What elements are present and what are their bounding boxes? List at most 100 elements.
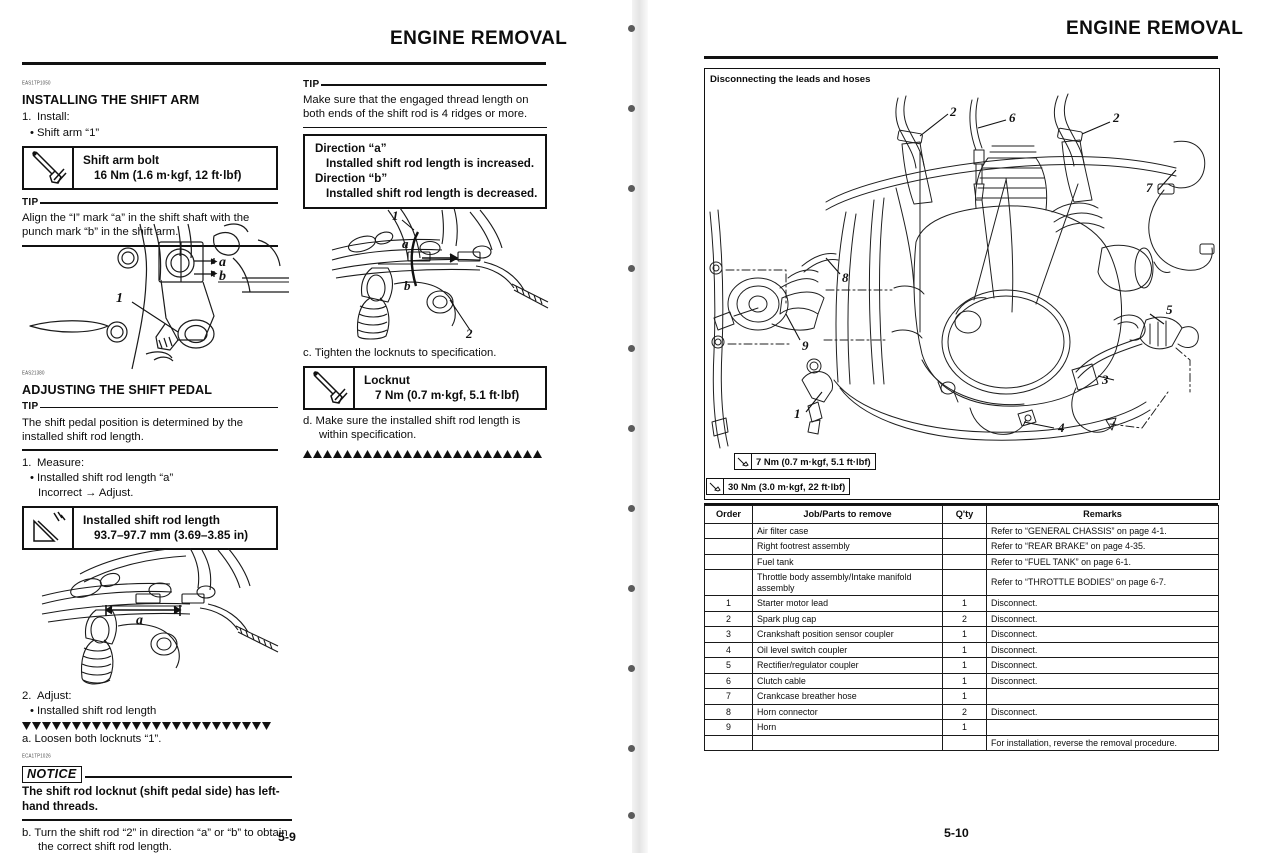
- callout-2b: 2: [1112, 110, 1120, 125]
- cell-job: Rectifier/regulator coupler: [752, 657, 943, 674]
- exploded-view-caption: Disconnecting the leads and hoses: [710, 74, 871, 85]
- cell-order: [704, 734, 753, 751]
- cell-remarks: Refer to “FUEL TANK” on page 6-1.: [986, 553, 1219, 570]
- column-header-order: Order: [704, 505, 753, 524]
- spec-box-locknut: Locknut 7 Nm (0.7 m·kgf, 5.1 ft·lbf): [303, 366, 547, 411]
- cell-qty: [942, 734, 987, 751]
- notice-header: NOTICE: [22, 765, 292, 784]
- step-measure: 1.Measure:: [22, 456, 278, 470]
- callout-9: 9: [802, 338, 809, 353]
- step-1-label: Install:: [37, 111, 70, 124]
- left-page-running-head: ENGINE REMOVAL: [390, 28, 568, 49]
- spec-body-installed-shift-rod-length: Installed shift rod length 93.7–97.7 mm …: [74, 508, 252, 548]
- svg-text:a: a: [136, 613, 143, 628]
- cell-remarks: [986, 688, 1219, 705]
- section-heading-installing-shift-arm: INSTALLING THE SHIFT ARM: [22, 93, 200, 108]
- right-page-running-head: ENGINE REMOVAL: [1066, 18, 1244, 39]
- cell-remarks: For installation, reverse the removal pr…: [986, 734, 1219, 751]
- cell-job: Right footrest assembly: [752, 538, 943, 555]
- direction-a-text: Installed shift rod length is increased.: [326, 157, 535, 171]
- callout-4: 4: [1057, 420, 1065, 435]
- step-1-install: 1.Install:: [22, 110, 278, 124]
- cell-qty: [942, 553, 987, 570]
- cell-remarks: Refer to “THROTTLE BODIES” on page 6-7.: [986, 569, 1219, 596]
- cell-remarks: Refer to “GENERAL CHASSIS” on page 4-1.: [986, 522, 1219, 539]
- tip-label-2: TIP: [22, 401, 39, 413]
- table-row: For installation, reverse the removal pr…: [704, 734, 1219, 751]
- warning-strip-down: [22, 721, 292, 731]
- tip-label-middle: TIP: [303, 79, 320, 90]
- step-measure-sub: Incorrect → Adjust.: [38, 487, 134, 500]
- left-column-bottom: 2.Adjust: Installed shift rod length: [22, 688, 292, 854]
- page-gutter: [632, 0, 648, 853]
- spec-box-installed-shift-rod-length: Installed shift rod length 93.7–97.7 mm …: [22, 506, 278, 551]
- cell-qty: 2: [942, 703, 987, 720]
- cell-job: Oil level switch coupler: [752, 641, 943, 658]
- ref-code-adjusting-shift-pedal: EAS21380: [22, 369, 45, 376]
- left-column-lower: EAS21380 ADJUSTING THE SHIFT PEDAL TIP T…: [22, 368, 278, 554]
- cell-job: Throttle body assembly/Intake manifold a…: [752, 569, 943, 596]
- middle-column-lower: c. Tighten the locknuts to specification…: [303, 344, 547, 460]
- torque-value-7nm: 7 Nm (0.7 m·kgf, 5.1 ft·lbf): [756, 456, 871, 467]
- notice-rule: [84, 776, 292, 779]
- step-adjust: 2.Adjust:: [22, 689, 292, 703]
- shift-rod-length-illustration: a: [40, 547, 288, 691]
- left-page: ENGINE REMOVAL EAS1TP1050 INSTALLING THE…: [0, 0, 632, 853]
- spec-box-shift-arm-bolt: Shift arm bolt 16 Nm (1.6 m·kgf, 12 ft·l…: [22, 145, 278, 190]
- item-d-verify-length: d. Make sure the installed shift rod len…: [303, 415, 521, 442]
- cell-order: 4: [704, 641, 753, 658]
- middle-column: TIP Make sure that the engaged thread le…: [303, 78, 547, 213]
- cell-job: Fuel tank: [752, 553, 943, 570]
- cell-qty: [942, 522, 987, 539]
- column-header-remarks: Remarks: [986, 505, 1219, 524]
- spec-value-locknut: 7 Nm (0.7 m·kgf, 5.1 ft·lbf): [375, 388, 520, 403]
- step-1-bullet-shift-arm: Shift arm “1”: [37, 126, 278, 140]
- right-header-rule: [704, 56, 1218, 59]
- callout-6: 6: [1009, 110, 1016, 125]
- svg-text:1: 1: [392, 208, 399, 223]
- tip-end-rule-middle: [303, 126, 547, 129]
- cell-qty: 1: [942, 688, 987, 705]
- cell-job: [752, 734, 943, 751]
- cell-job: Horn: [752, 719, 943, 736]
- cell-remarks: Disconnect.: [986, 672, 1219, 689]
- cell-order: [704, 553, 753, 570]
- svg-text:b: b: [219, 269, 226, 284]
- cell-qty: 2: [942, 610, 987, 627]
- notice-end-rule: [22, 819, 292, 821]
- column-header-job: Job/Parts to remove: [752, 505, 943, 524]
- spec-body-shift-arm-bolt: Shift arm bolt 16 Nm (1.6 m·kgf, 12 ft·l…: [74, 148, 245, 188]
- cell-job: Horn connector: [752, 703, 943, 720]
- spec-value-shift-arm-bolt: 16 Nm (1.6 m·kgf, 12 ft·lbf): [94, 167, 242, 182]
- cell-qty: 1: [942, 626, 987, 643]
- cell-remarks: Disconnect.: [986, 703, 1219, 720]
- step-adjust-bullet: Installed shift rod length: [37, 704, 292, 718]
- cell-qty: 1: [942, 641, 987, 658]
- direction-note-box: Direction “a” Installed shift rod length…: [303, 134, 547, 210]
- cell-remarks: Disconnect.: [986, 641, 1219, 658]
- cell-order: [704, 538, 753, 555]
- spec-title-locknut: Locknut: [364, 373, 410, 388]
- cell-order: 3: [704, 626, 753, 643]
- cell-qty: [942, 569, 987, 596]
- notice-text: The shift rod locknut (shift pedal side)…: [22, 785, 280, 813]
- parts-removal-table: Order Job/Parts to remove Q'ty Remarks A…: [704, 505, 1219, 751]
- left-column: EAS1TP1050 INSTALLING THE SHIFT ARM 1.In…: [22, 78, 278, 252]
- step-adjust-label: Adjust:: [37, 690, 72, 702]
- tip-label-1: TIP: [22, 196, 39, 208]
- cell-remarks: [986, 719, 1219, 736]
- cell-order: 2: [704, 610, 753, 627]
- item-a-loosen-locknuts: a. Loosen both locknuts “1”.: [22, 733, 162, 746]
- left-header-rule: [22, 62, 546, 65]
- cell-remarks: Refer to “REAR BRAKE” on page 4-35.: [986, 538, 1219, 555]
- exploded-view-frame: [704, 68, 1220, 500]
- item-b-turn-shift-rod: b. Turn the shift rod “2” in direction “…: [22, 826, 288, 853]
- callout-1: 1: [794, 406, 801, 421]
- svg-text:2: 2: [465, 326, 473, 340]
- callout-5: 5: [1166, 302, 1173, 317]
